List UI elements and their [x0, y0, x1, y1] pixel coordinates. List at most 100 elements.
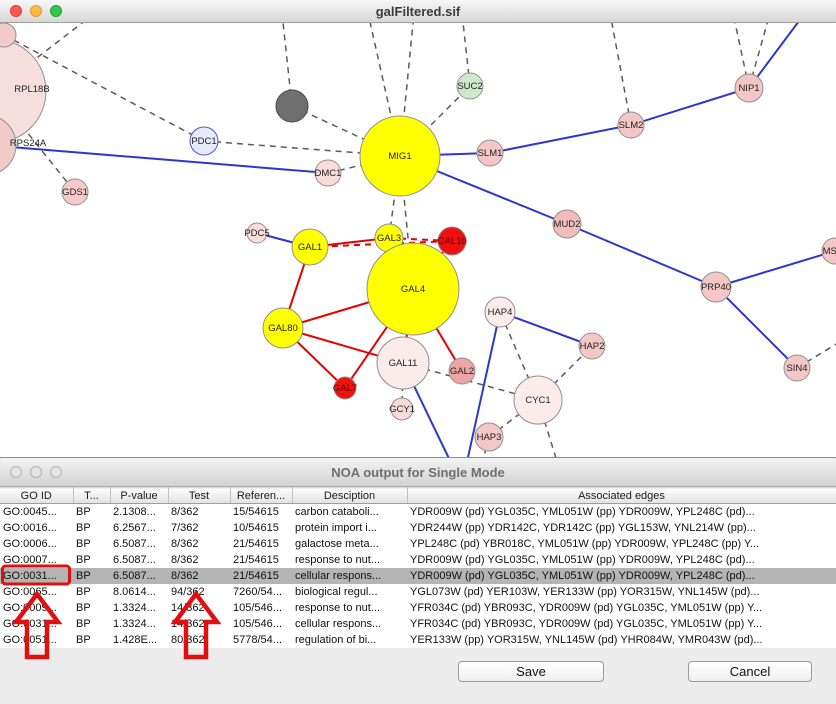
cell-test: 8/362 [168, 552, 230, 568]
cell-type: BP [73, 520, 110, 536]
minimize-button[interactable] [30, 466, 42, 478]
cell-test: 80/362 [168, 632, 230, 648]
node-GAL2[interactable] [448, 357, 476, 385]
cell-description: regulation of bi... [292, 632, 407, 648]
close-button[interactable] [10, 466, 22, 478]
cell-description: galactose meta... [292, 536, 407, 552]
cell-associated-edges: YPL248C (pd) YBR018C, YML051W (pp) YDR00… [407, 536, 836, 552]
column-header-reference[interactable]: Referen... [230, 487, 293, 504]
edge-SIN4-offscreen[interactable] [796, 343, 836, 369]
node-SIN4[interactable] [783, 354, 811, 382]
node-PRP40[interactable] [700, 271, 732, 303]
node-GRAY[interactable] [275, 89, 309, 123]
column-header-description[interactable]: Desciption [292, 487, 408, 504]
node-PDC5[interactable] [246, 222, 268, 244]
node-RPS24A[interactable] [0, 115, 17, 175]
node-SUC2[interactable] [456, 72, 484, 100]
edge-NIP1-offscreen[interactable] [748, 23, 802, 89]
node-MSL5[interactable] [821, 237, 836, 265]
node-GAL7[interactable] [333, 376, 357, 400]
network-graph-canvas[interactable]: RPL18BRPS24AGDS1PDC1DMC1MIG1SUC2SLM1SLM2… [0, 23, 836, 457]
zoom-button[interactable] [50, 5, 62, 17]
column-header-associated-edges[interactable]: Associated edges [407, 487, 836, 504]
node-label-RPS24A: RPS24A [10, 138, 47, 149]
node-GAL10[interactable] [437, 226, 467, 256]
zoom-button[interactable] [50, 466, 62, 478]
cell-p-value: 1.3324... [110, 616, 168, 632]
save-button[interactable]: Save [458, 661, 604, 682]
cell-p-value: 8.0614... [110, 584, 168, 600]
cell-reference: 21/54615 [230, 568, 292, 584]
edge-HAP4-offscreen[interactable] [465, 311, 501, 457]
column-header-test[interactable]: Test [168, 487, 231, 504]
node-MUD2[interactable] [552, 209, 582, 239]
node-GAL1[interactable] [291, 228, 329, 266]
node-PDC1[interactable] [189, 126, 219, 156]
column-header-p-value[interactable]: P-value [110, 487, 169, 504]
window-controls [10, 466, 62, 478]
network-window-titlebar: galFiltered.sif [0, 0, 836, 23]
node-GAL80[interactable] [262, 307, 304, 349]
cell-reference: 21/54615 [230, 536, 292, 552]
cell-associated-edges: YDR009W (pd) YGL035C, YML051W (pp) YDR00… [407, 568, 836, 584]
node-label-GDS1: GDS1 [62, 187, 88, 198]
edge-PRP40-SIN4[interactable] [715, 286, 798, 369]
cell-description: protein import i... [292, 520, 407, 536]
cell-go-id: GO:0065... [0, 584, 73, 600]
column-header-type[interactable]: T... [73, 487, 111, 504]
node-label-GAL2: GAL2 [450, 366, 474, 377]
cancel-button[interactable]: Cancel [688, 661, 812, 682]
cell-type: BP [73, 616, 110, 632]
close-button[interactable] [10, 5, 22, 17]
column-header-go-id[interactable]: GO ID [0, 487, 74, 504]
node-NIP1[interactable] [734, 73, 764, 103]
node-SLM2[interactable] [617, 111, 645, 139]
edge-HAP4-HAP2[interactable] [499, 311, 593, 347]
cell-type: BP [73, 568, 110, 584]
noa-window-title: NOA output for Single Mode [331, 464, 505, 480]
cell-p-value: 1.428E... [110, 632, 168, 648]
cell-type: BP [73, 552, 110, 568]
node-MIG1[interactable] [359, 115, 441, 197]
cell-description: cellular respons... [292, 568, 407, 584]
edge-MUD2-PRP40[interactable] [566, 223, 717, 288]
node-HAP4[interactable] [484, 296, 516, 328]
cell-test: 8/362 [168, 503, 230, 520]
node-DMC1[interactable] [314, 159, 342, 187]
cell-p-value: 2.1308... [110, 503, 168, 520]
edge-SLM1-SLM2[interactable] [489, 124, 632, 154]
node-RPL18B[interactable] [0, 38, 47, 144]
node-label-RPL18B: RPL18B [14, 84, 49, 95]
node-label-MIG1: MIG1 [388, 151, 411, 162]
node-label-SUC2: SUC2 [457, 81, 482, 92]
cell-p-value: 6.2567... [110, 520, 168, 536]
edge-SLM2-NIP1[interactable] [630, 87, 750, 126]
cell-reference: 105/546... [230, 616, 292, 632]
node-HAP2[interactable] [578, 332, 606, 360]
minimize-button[interactable] [30, 5, 42, 17]
node-GAL4[interactable] [366, 242, 460, 336]
cell-test: 8/362 [168, 568, 230, 584]
node-TL[interactable] [0, 23, 17, 48]
node-GAL11[interactable] [376, 336, 430, 390]
node-GCY1[interactable] [390, 397, 414, 421]
edge-RPS24A-DMC1[interactable] [0, 145, 329, 174]
node-CYC1[interactable] [513, 375, 563, 425]
edge-TL-PDC1[interactable] [3, 34, 205, 142]
edge-PRP40-MSL5[interactable] [715, 250, 836, 288]
node-HAP3[interactable] [474, 422, 504, 452]
cell-type: BP [73, 584, 110, 600]
edge-SLM2-offscreen[interactable] [610, 23, 632, 126]
node-label-DMC1: DMC1 [315, 168, 342, 179]
node-SLM1[interactable] [476, 139, 504, 167]
node-GDS1[interactable] [61, 178, 89, 206]
